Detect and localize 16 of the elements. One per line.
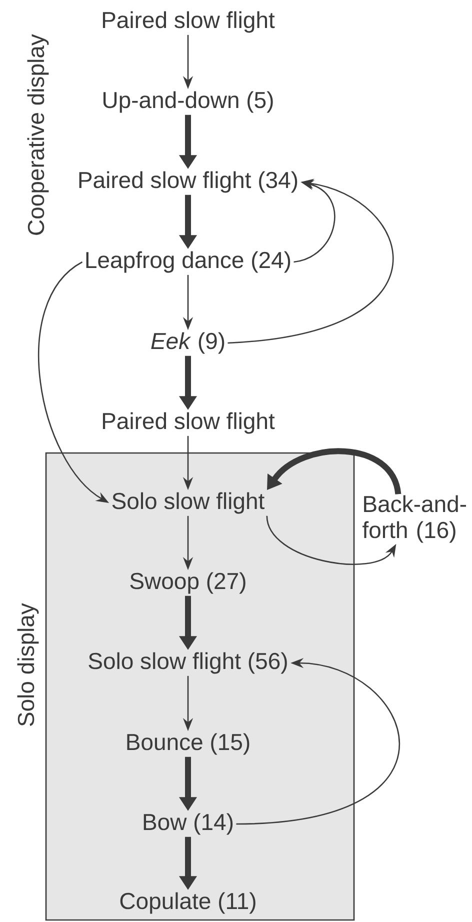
behaviour-label: Solo slow flight (112, 492, 264, 514)
behaviour-label: Bow (14) (144, 813, 233, 835)
arrow (267, 448, 402, 495)
behaviour-label: Bounce (15) (127, 733, 250, 755)
behaviour-label: Paired slow flight (102, 412, 275, 434)
behaviour-label: Up-and-down (5) (103, 91, 273, 113)
behaviour-label: Paired slow flight (102, 11, 275, 33)
panel-label: Solo display (17, 603, 39, 726)
section-label: Cooperative display (27, 34, 49, 235)
behaviour-label: Solo slow flight (56) (88, 652, 287, 674)
behaviour-label: Back-and-forth (16) (362, 495, 466, 543)
behaviour-label: Leapfrog dance (24) (86, 251, 290, 273)
behaviour-label: Eek (9) (151, 332, 224, 354)
behaviour-label: Paired slow flight (34) (79, 171, 298, 193)
behaviour-label: Swoop (27) (130, 572, 246, 594)
behaviour-label: Copulate (11) (120, 892, 256, 914)
